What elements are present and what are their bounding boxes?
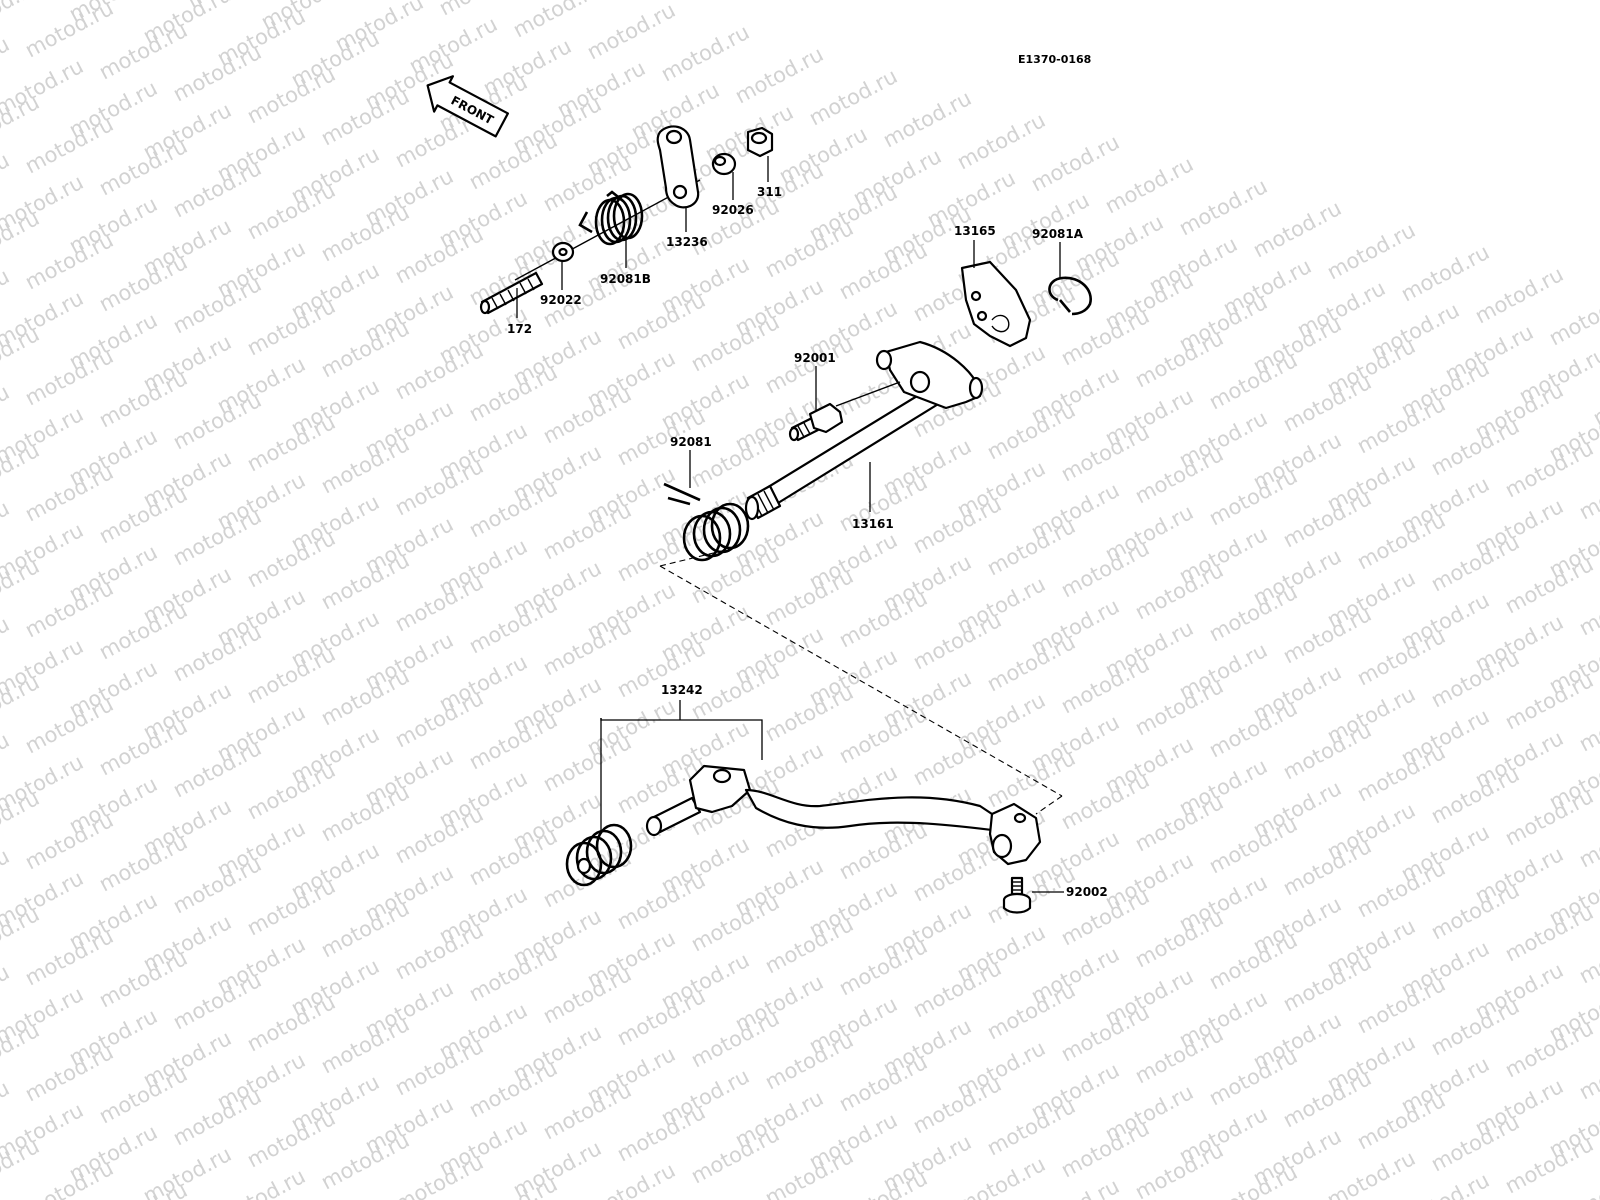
diagram-code: E1370-0168	[1018, 53, 1091, 66]
label-92026: 92026	[712, 203, 754, 217]
spring-92081[interactable]	[663, 482, 750, 562]
clip-92081a[interactable]	[1048, 276, 1092, 316]
label-92022: 92022	[540, 293, 582, 307]
collar-92026[interactable]	[711, 152, 737, 176]
washer-92022[interactable]	[551, 241, 575, 263]
label-92081a: 92081A	[1032, 227, 1084, 241]
pedal-rubber-13242[interactable]	[565, 823, 633, 887]
label-92002: 92002	[1066, 885, 1108, 899]
shift-pedal-13242[interactable]	[645, 764, 1042, 866]
label-13236: 13236	[666, 235, 708, 249]
lever-13236[interactable]	[656, 125, 700, 209]
label-92081: 92081	[670, 435, 712, 449]
plate-13165[interactable]	[960, 260, 1032, 348]
label-13242: 13242	[661, 683, 703, 697]
nut-311[interactable]	[746, 126, 774, 158]
bolt-92001[interactable]	[788, 402, 844, 442]
stud-172[interactable]	[479, 271, 544, 315]
label-13161: 13161	[852, 517, 894, 531]
bolt-92002[interactable]	[1002, 876, 1032, 914]
spring-92081b[interactable]	[578, 190, 644, 246]
label-13165: 13165	[954, 224, 996, 238]
shaft-13161[interactable]	[744, 340, 984, 521]
label-92081b: 92081B	[600, 272, 651, 286]
label-172: 172	[507, 322, 532, 336]
label-311: 311	[757, 185, 782, 199]
label-92001: 92001	[794, 351, 836, 365]
